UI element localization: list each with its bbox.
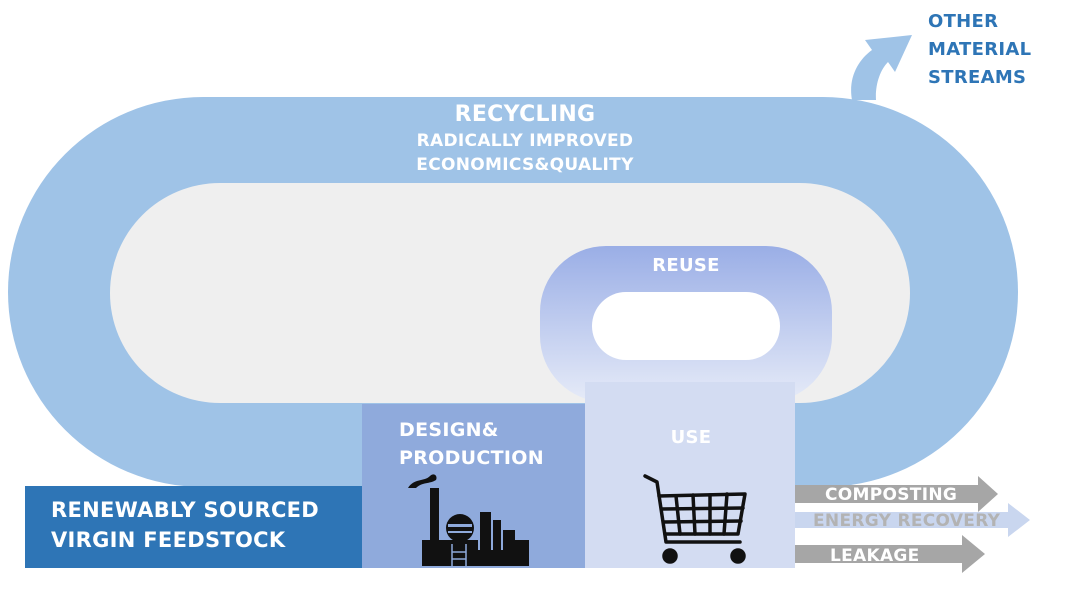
feedstock-box [25, 486, 362, 568]
reuse-title: REUSE [652, 255, 720, 276]
other-streams-arrow [851, 35, 912, 100]
feedstock-line2: VIRGIN FEEDSTOCK [51, 528, 286, 552]
use-title: USE [670, 427, 712, 448]
design-production-label: DESIGN& PRODUCTION [399, 416, 544, 472]
composting-label: COMPOSTING [825, 485, 958, 505]
recycling-subtitle-line2: ECONOMICS&QUALITY [416, 155, 634, 175]
other-streams-line3: STREAMS [928, 67, 1027, 88]
energy-recovery-arrow [795, 503, 1030, 537]
use-box [585, 382, 795, 568]
feedstock-label: RENEWABLY SOURCED VIRGIN FEEDSTOCK [51, 495, 319, 555]
feedstock-line1: RENEWABLY SOURCED [51, 498, 320, 522]
factory-icon [408, 474, 529, 566]
other-material-streams-label: OTHER MATERIAL STREAMS [928, 8, 1031, 92]
other-streams-line2: MATERIAL [928, 39, 1032, 60]
reuse-loop-inner [592, 292, 780, 360]
energy-recovery-label: ENERGY RECOVERY [813, 511, 1001, 531]
composting-arrow [795, 476, 998, 512]
design-line2: PRODUCTION [399, 447, 544, 469]
recycling-title: RECYCLING [454, 102, 596, 127]
recycling-subtitle-line1: RADICALLY IMPROVED [416, 131, 634, 151]
leakage-arrow [795, 535, 985, 573]
other-streams-line1: OTHER [928, 11, 999, 32]
shopping-cart-icon [643, 474, 747, 564]
leakage-label: LEAKAGE [830, 546, 920, 566]
design-line1: DESIGN& [399, 419, 499, 441]
